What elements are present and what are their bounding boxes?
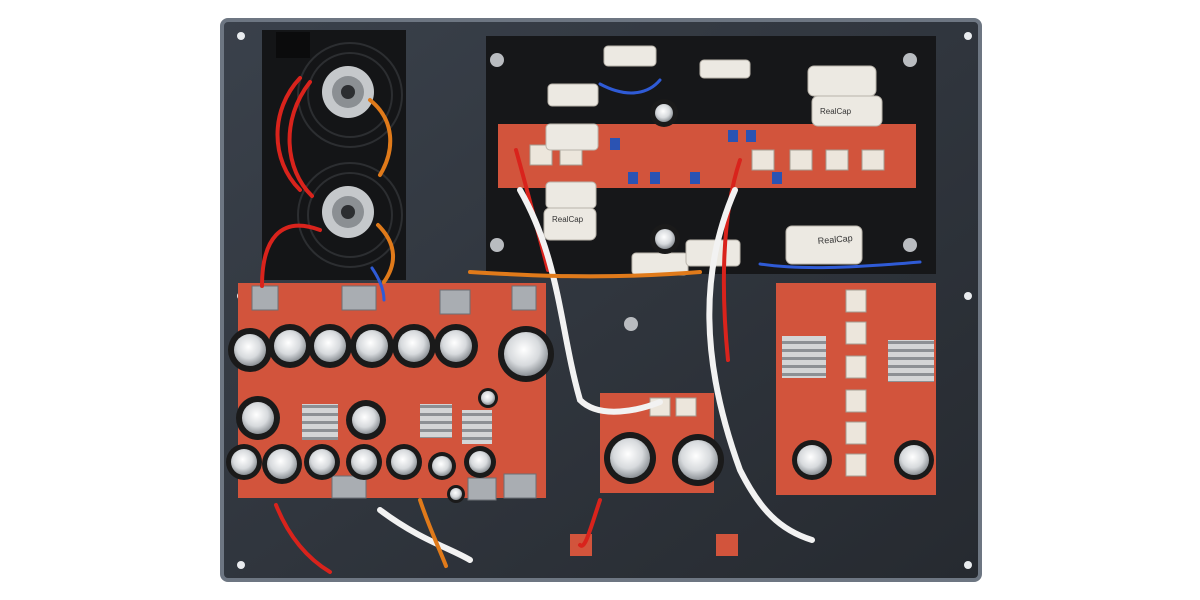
vent-slots — [297, 42, 403, 268]
output-heatsinks — [782, 336, 934, 382]
cap-text-1: RealCap — [552, 215, 584, 224]
orange-wires — [368, 98, 702, 568]
psu-capacitors-mid — [236, 388, 498, 440]
tube-socket-upper — [322, 66, 374, 118]
psu-terminals — [251, 285, 537, 501]
psu-capacitors-bottom — [226, 444, 496, 503]
output-caps — [792, 440, 934, 480]
red-wires — [260, 76, 742, 574]
compartment-screws — [490, 53, 917, 252]
power-inlet — [276, 32, 310, 58]
mounting-holes — [237, 32, 972, 569]
cap-text-3: RealCap — [820, 107, 852, 116]
cap-text-2: RealCap — [817, 233, 853, 246]
psu-heatsinks — [302, 404, 492, 444]
white-wires — [377, 187, 815, 563]
blue-wires — [370, 78, 922, 302]
center-filter-caps — [604, 432, 724, 486]
tube-compartment — [262, 30, 406, 280]
output-relays — [845, 289, 867, 477]
amp-electrolytics — [650, 99, 680, 254]
tube-socket-lower — [322, 186, 374, 238]
driver-blue-caps — [610, 130, 782, 184]
psu-capacitors-top — [228, 324, 554, 382]
center-bolt — [624, 317, 638, 331]
film-capacitors — [543, 45, 883, 276]
